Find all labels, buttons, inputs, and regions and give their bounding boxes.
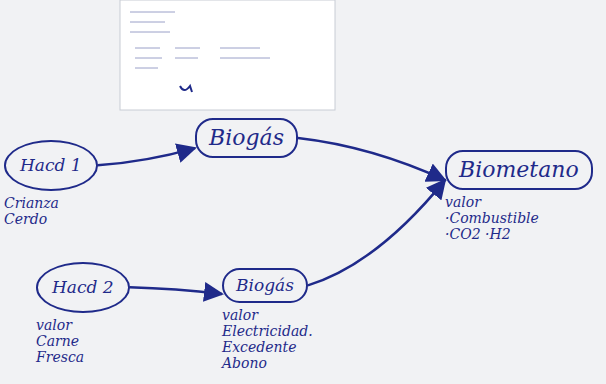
node-outline: Hacd 1 xyxy=(4,140,98,191)
node-title: Biogás xyxy=(236,276,294,295)
node-title: Hacd 2 xyxy=(52,278,114,297)
node-outline: Biogás xyxy=(222,268,308,303)
paper-mark xyxy=(180,86,192,92)
farm-circle: Hacd 1 Crianza Cerdo xyxy=(4,140,98,227)
node-outline: Biometano xyxy=(445,150,593,190)
node-title: Biometano xyxy=(459,158,579,182)
paper-sheet xyxy=(120,0,335,110)
node-note: valor Carne Fresca xyxy=(36,317,116,365)
flow-arrow xyxy=(98,148,195,165)
node-outline: Biogás xyxy=(195,118,298,158)
node-note: valor ·Combustible ·CO2 ·H2 xyxy=(445,194,555,242)
node-note: Crianza Cerdo xyxy=(4,195,94,227)
farm-circle: Hacd 2 valor Carne Fresca xyxy=(36,262,130,365)
node-title: Hacd 1 xyxy=(20,156,82,175)
process-box: Biogás xyxy=(195,118,298,158)
node-note: valor Electricidad. Excedente Abono xyxy=(222,307,312,371)
flow-arrow xyxy=(298,138,445,180)
product-box: Biometano valor ·Combustible ·CO2 ·H2 xyxy=(445,150,593,242)
flow-arrow xyxy=(308,180,445,285)
flow-arrow xyxy=(130,287,222,294)
paper-scribbles xyxy=(130,12,270,68)
node-title: Biogás xyxy=(209,126,284,150)
process-box: Biogás valor Electricidad. Excedente Abon… xyxy=(222,268,312,371)
node-outline: Hacd 2 xyxy=(36,262,130,313)
